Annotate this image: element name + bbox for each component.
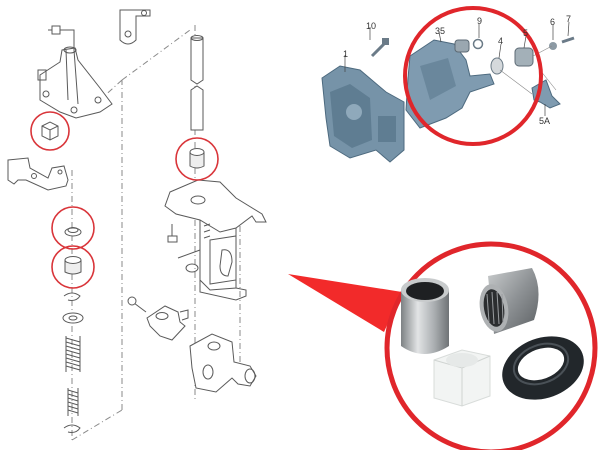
selector-bracket	[37, 25, 113, 119]
lower-spring	[67, 388, 79, 416]
pointer-arrow	[288, 274, 402, 332]
oil-seal-photo	[502, 336, 584, 400]
spring-stack	[62, 292, 84, 433]
gate-plate-assembly	[164, 179, 267, 301]
small-parts-illustration	[454, 36, 575, 109]
top-link-bracket	[119, 9, 151, 45]
callout-label-10: 10	[366, 21, 377, 31]
plain-bushing-photo	[401, 278, 449, 354]
callout-label-5A: 5A	[539, 116, 551, 126]
clevis-joint	[189, 333, 257, 393]
shift-fork	[7, 157, 69, 191]
highlight-circle-housing-group	[403, 6, 543, 146]
callout-label-5: 5	[523, 28, 529, 38]
square-nylon-bushing-drawing	[41, 121, 59, 141]
highlight-circle-upper-sleeve	[51, 206, 95, 250]
upper-sleeve-drawing	[64, 227, 82, 237]
lever-joint	[127, 296, 189, 341]
highlight-circle-square-bushing	[30, 111, 70, 151]
shaft-bushing-drawing	[189, 148, 205, 169]
callout-label-6: 6	[550, 17, 556, 27]
highlight-circle-shaft-bushing	[175, 137, 219, 181]
shift-rod	[190, 35, 204, 131]
nylon-square-bushing-photo	[433, 349, 491, 407]
gate-screw	[167, 224, 178, 243]
callout-label-9: 9	[477, 16, 483, 26]
callout-label-1: 1	[343, 49, 349, 59]
callout-label-4: 4	[498, 36, 504, 46]
callout-label-35: 35	[435, 26, 446, 36]
needle-bearing-photo	[479, 268, 539, 334]
callout-label-7: 7	[566, 14, 572, 24]
highlight-circle-lower-sleeve	[51, 245, 95, 289]
upper-spring	[65, 336, 81, 372]
cover-35-illustration	[405, 39, 495, 129]
gearbox-housing-illustration	[321, 38, 405, 163]
lower-sleeve-drawing	[64, 256, 82, 275]
